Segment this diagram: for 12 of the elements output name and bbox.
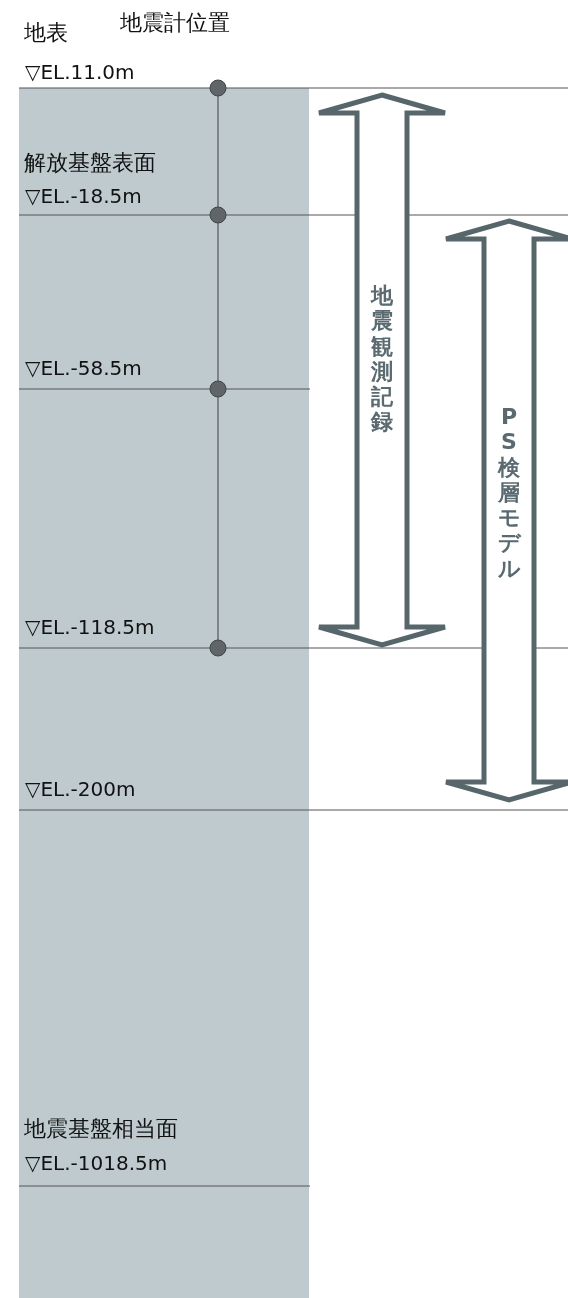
elevation-label: ▽EL.-1018.5m: [25, 1153, 168, 1173]
elevation-label: ▽EL.-118.5m: [25, 617, 155, 637]
elevation-label: ▽EL.-58.5m: [25, 358, 142, 378]
range-label: PS検層モデル: [497, 404, 521, 582]
elevation-label: ▽EL.-18.5m: [25, 186, 142, 206]
seismometer-position-label: 地震計位置: [120, 12, 230, 34]
layer-label: 解放基盤表面: [24, 152, 156, 174]
elevation-label: ▽EL.11.0m: [25, 62, 135, 82]
layer-label: 地震基盤相当面: [24, 1118, 178, 1140]
surface-label: 地表: [24, 22, 68, 44]
elevation-label: ▽EL.-200m: [25, 779, 136, 799]
range-label: 地震観測記録: [370, 283, 394, 435]
